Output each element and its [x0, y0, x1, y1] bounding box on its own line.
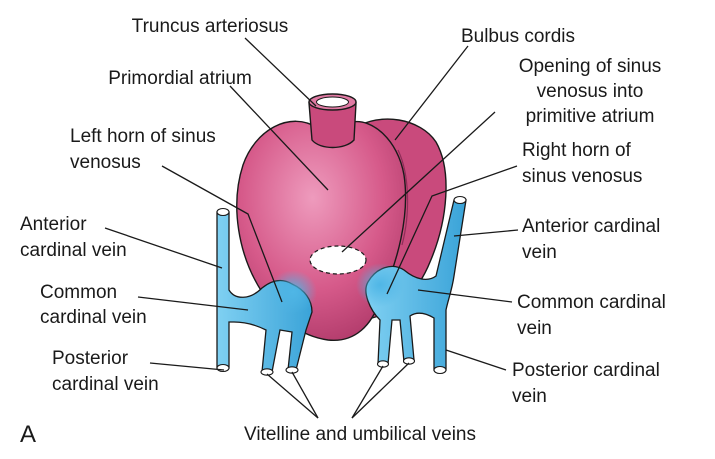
labels: Truncus arteriosus Bulbus cordis Primord…: [20, 16, 666, 448]
panel-letter: A: [20, 421, 36, 448]
right-vein-body: [365, 199, 467, 371]
leader-vitelline-1: [266, 373, 319, 419]
truncus-opening: [316, 96, 349, 108]
label-primordial-atrium: Primordial atrium: [108, 68, 252, 89]
leader-right-horn: [386, 165, 518, 295]
label-anterior-cardinal-right-2: vein: [522, 242, 557, 263]
leader-common-left: [137, 296, 249, 311]
label-posterior-cardinal-right-2: vein: [512, 386, 547, 407]
label-right-horn-2: sinus venosus: [522, 166, 642, 187]
label-left-horn-2: venosus: [70, 152, 141, 173]
label-anterior-cardinal-left-1: Anterior: [20, 214, 87, 235]
label-opening-sinus-1: Opening of sinus: [519, 56, 662, 77]
leader-anterior-right: [453, 229, 519, 237]
label-truncus-arteriosus: Truncus arteriosus: [132, 16, 289, 37]
label-posterior-cardinal-right-1: Posterior cardinal: [512, 360, 660, 381]
label-anterior-cardinal-left-2: cardinal vein: [20, 240, 127, 261]
leader-bulbus: [394, 45, 469, 141]
label-common-cardinal-right-2: vein: [517, 318, 552, 339]
truncus-arteriosus-shape: [308, 102, 357, 149]
label-common-cardinal-left-1: Common: [40, 282, 117, 303]
leader-left-horn: [161, 165, 283, 303]
label-opening-sinus-2: venosus into: [537, 81, 644, 102]
leader-truncus: [244, 37, 317, 107]
leader-lines: [104, 37, 519, 419]
leader-anterior-left: [104, 227, 223, 269]
leader-opening-sinus: [341, 111, 496, 253]
label-posterior-cardinal-left-2: cardinal vein: [52, 374, 159, 395]
leader-vitelline-3: [351, 365, 384, 419]
left-anterior-opening: [216, 207, 230, 217]
right-horn-fade: [356, 263, 404, 307]
leader-common-right: [417, 289, 513, 303]
right-vein-system: [356, 195, 467, 375]
label-left-horn-1: Left horn of sinus: [70, 126, 216, 147]
label-vitelline-umbilical: Vitelline and umbilical veins: [244, 424, 476, 445]
sinus-venosus-opening: [309, 245, 367, 275]
right-anterior-opening: [453, 195, 467, 205]
label-bulbus-cordis: Bulbus cordis: [461, 26, 575, 47]
label-posterior-cardinal-left-1: Posterior: [52, 348, 129, 369]
leader-posterior-right: [445, 349, 507, 371]
label-anterior-cardinal-right-1: Anterior cardinal: [522, 216, 660, 237]
label-common-cardinal-left-2: cardinal vein: [40, 307, 147, 328]
left-horn-fade: [269, 270, 317, 314]
right-posterior-opening: [433, 365, 447, 375]
label-opening-sinus-3: primitive atrium: [526, 106, 655, 127]
leader-primordial-atrium: [229, 85, 329, 191]
right-umbilical-opening: [402, 357, 416, 365]
leader-posterior-left: [149, 362, 225, 371]
leader-vitelline-4: [351, 362, 410, 419]
leader-vitelline-2: [291, 371, 319, 419]
atrium-fold: [397, 149, 409, 246]
label-common-cardinal-right-1: Common cardinal: [517, 292, 666, 313]
label-right-horn-1: Right horn of: [522, 140, 632, 161]
left-vitelline-opening: [260, 368, 274, 376]
